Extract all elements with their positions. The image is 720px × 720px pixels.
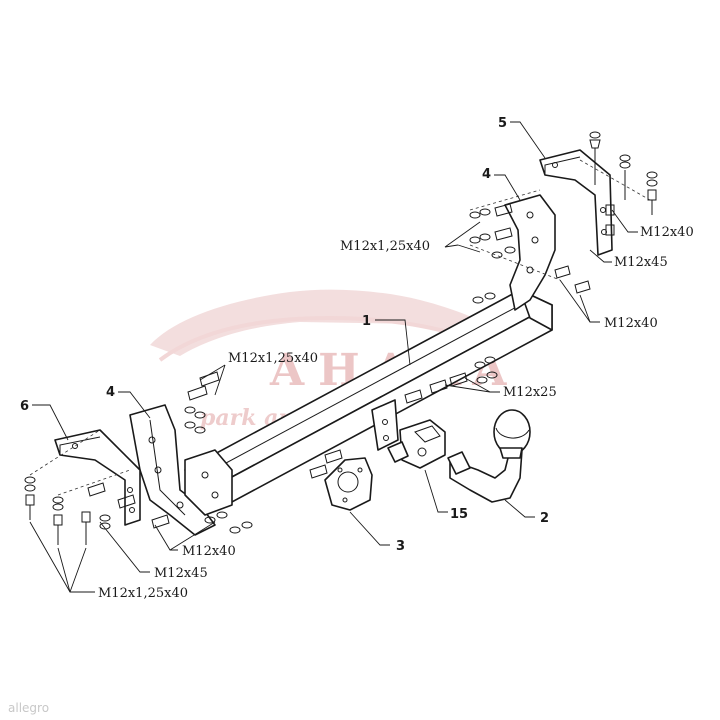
leader-lines — [29, 121, 638, 593]
label-m12x25: M12x25 — [503, 385, 557, 400]
part-number-3: 3 — [396, 539, 405, 554]
right-side-bracket-part-4 — [504, 194, 556, 311]
socket-plate-part-3 — [324, 457, 373, 511]
part-number-1: 1 — [362, 314, 371, 329]
corner-watermark: allegro — [8, 701, 49, 715]
label-m12x125x40-center: M12x1,25x40 — [228, 351, 318, 366]
label-m12x40-top: M12x40 — [640, 225, 694, 240]
watermark-car-logo — [150, 289, 505, 356]
label-m12x45-top: M12x45 — [614, 255, 668, 270]
center-plate — [371, 399, 399, 451]
bolt-cluster-top-right — [579, 131, 658, 236]
bolt-cluster-bottom-left — [24, 429, 253, 545]
label-m12x40-bottom: M12x40 — [182, 544, 236, 559]
part-number-15: 15 — [450, 507, 468, 522]
bolt-cluster-center — [184, 356, 498, 479]
part-number-2: 2 — [540, 511, 549, 526]
label-m12x125x40-top: M12x1,25x40 — [340, 239, 430, 254]
connector-module-part-15 — [387, 419, 446, 469]
label-m12x40-right: M12x40 — [604, 316, 658, 331]
left-mounting-plate-part-6 — [54, 429, 141, 526]
label-m12x45-bottom: M12x45 — [154, 566, 208, 581]
left-side-bracket-part-4 — [129, 404, 233, 536]
bolt-cluster-right-bracket — [469, 189, 591, 304]
tow-ball-neck-part-2 — [447, 409, 531, 503]
part-number-4-right: 4 — [482, 167, 491, 182]
label-m12x125x40-bottom: M12x1,25x40 — [98, 586, 188, 601]
part-number-6: 6 — [20, 399, 29, 414]
bolt-labels: M12x1,25x40 M12x40 M12x45 M12x40 M12x1,2… — [98, 225, 694, 601]
part-number-4-left: 4 — [106, 385, 115, 400]
part-numbers: 6 4 4 5 1 3 15 2 — [20, 116, 549, 554]
right-mounting-plate-part-5 — [539, 149, 613, 256]
part-number-5: 5 — [498, 116, 507, 131]
